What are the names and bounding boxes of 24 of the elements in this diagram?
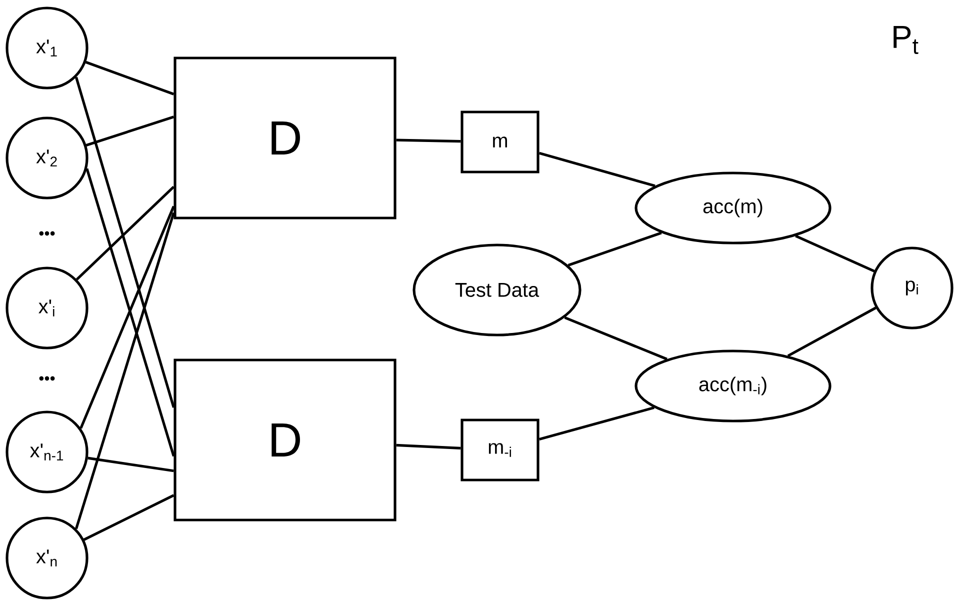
connector-line xyxy=(74,76,175,408)
connector-line xyxy=(568,232,662,266)
connector-line xyxy=(88,456,174,472)
process-box: D xyxy=(174,358,396,522)
model-box: m xyxy=(460,110,540,174)
connector-line xyxy=(564,316,668,360)
connector-line xyxy=(83,494,174,541)
process-box: D xyxy=(174,56,396,220)
connector-line xyxy=(795,234,875,272)
connector-line xyxy=(76,186,175,280)
connector-line xyxy=(396,138,461,143)
connector-line xyxy=(80,206,175,429)
model-box: m$_{-i}$ xyxy=(460,418,540,482)
connector-line xyxy=(787,306,876,358)
ellipsis-dots: ••• xyxy=(39,376,55,381)
ellipsis-dots: ••• xyxy=(39,231,55,236)
connector-line xyxy=(85,60,174,96)
connector-line xyxy=(74,212,175,530)
connector-line xyxy=(538,152,656,188)
connector-line xyxy=(86,116,174,146)
connector-line xyxy=(396,444,461,450)
connector-line xyxy=(538,406,654,440)
probability-label: P$_{t}$ xyxy=(894,26,918,54)
connector-line xyxy=(86,168,175,457)
